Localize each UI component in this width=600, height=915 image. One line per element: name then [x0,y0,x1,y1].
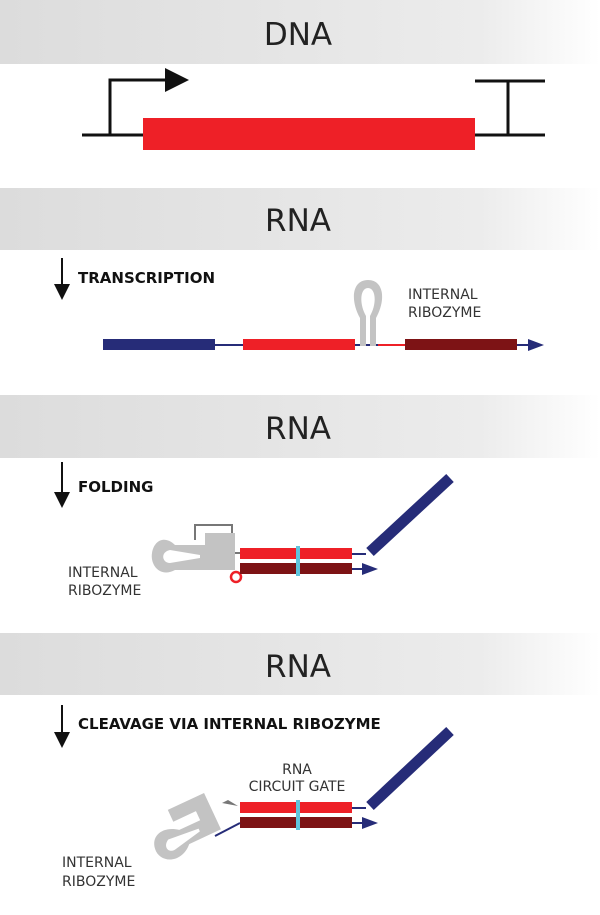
section-dna: DNA [0,0,600,150]
section-title: RNA [265,203,331,239]
header-band [0,188,600,250]
dark-red-segment [405,339,517,350]
header-band [0,633,600,695]
gate-label: CIRCUIT GATE [249,779,346,795]
step-label: TRANSCRIPTION [78,269,215,287]
header-band [0,395,600,458]
section-title: RNA [265,649,331,685]
gate-label: RNA [282,762,312,778]
gate-marker [296,546,300,576]
blue-segment [103,339,215,350]
ribozyme-label: RIBOZYME [62,874,135,890]
red-segment [243,339,355,350]
section-title: DNA [264,17,332,53]
step-label: FOLDING [78,478,153,496]
gene-bar [143,118,475,150]
ribozyme-label: INTERNAL [408,287,478,303]
gate-marker [296,800,300,830]
ribozyme-label: INTERNAL [62,855,132,871]
ribozyme-folded-icon [151,533,235,573]
cleaved-ribozyme-icon [154,793,221,860]
terminator-icon [475,79,545,135]
blue-arm [366,473,454,557]
ribozyme-label: INTERNAL [68,565,138,581]
section-cleavage: RNA CLEAVAGE VIA INTERNAL RIBOZYME RNA C… [0,633,600,890]
header-band [0,0,600,64]
blue-arm [366,726,454,811]
ribozyme-label: RIBOZYME [408,305,481,321]
ribozyme-label: RIBOZYME [68,583,141,599]
section-transcription: RNA TRANSCRIPTION INTERNAL RIBOZYME [0,188,600,351]
section-folding: RNA FOLDING INTERNAL RIBOZYME [0,395,600,599]
step-label: CLEAVAGE VIA INTERNAL RIBOZYME [78,715,381,733]
section-title: RNA [265,411,331,447]
promoter-arrow-icon [108,68,189,135]
ribozyme-hairpin-icon [353,280,383,346]
